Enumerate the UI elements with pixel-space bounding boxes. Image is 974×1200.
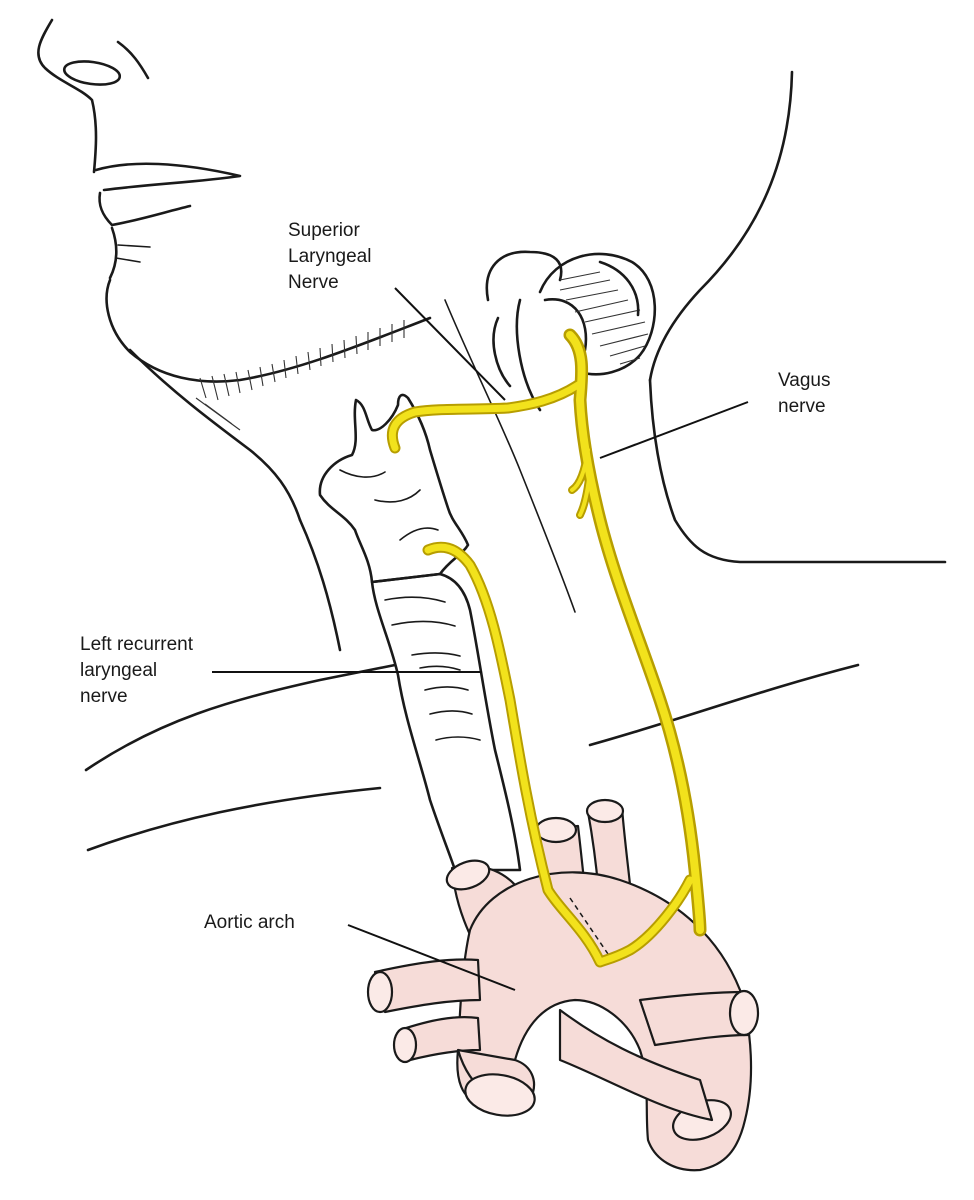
face-profile xyxy=(37,18,432,522)
pulmonary-artery-end xyxy=(728,989,760,1037)
subclavian-opening xyxy=(585,798,625,824)
vagus-line-2: nerve xyxy=(778,396,826,417)
superior-laryngeal-leader xyxy=(394,287,506,401)
superior-laryngeal-line-3: Nerve xyxy=(288,272,339,293)
superior-laryngeal-nerve-label: Superior Laryngeal Nerve xyxy=(288,218,371,296)
jaw-shading xyxy=(195,320,405,431)
superior-laryngeal-line-2: Laryngeal xyxy=(288,246,372,267)
superior-laryngeal-line-1: Superior xyxy=(288,220,360,241)
vagus-line-1: Vagus xyxy=(778,370,831,391)
aortic-arch-vessels xyxy=(366,798,760,1172)
left-recurrent-line-1: Left recurrent xyxy=(80,634,193,655)
aortic-arch-leader xyxy=(347,924,516,991)
left-recurrent-line-3: nerve xyxy=(80,686,128,707)
trachea xyxy=(370,572,522,872)
aortic-arch-label: Aortic arch xyxy=(204,910,295,936)
right-subclavian-end xyxy=(366,970,394,1014)
nerves xyxy=(386,328,707,968)
brachiocephalic-opening xyxy=(445,859,491,891)
left-recurrent-laryngeal-nerve-label: Left recurrent laryngeal nerve xyxy=(80,632,193,710)
leader-lines xyxy=(212,287,749,991)
aortic-arch-line-1: Aortic arch xyxy=(204,912,295,933)
neck-outlines xyxy=(84,70,947,852)
vagus-leader xyxy=(599,401,749,459)
right-carotid-end xyxy=(392,1026,418,1064)
larynx xyxy=(318,393,470,584)
nostril xyxy=(62,60,122,86)
carotid-opening xyxy=(534,816,578,844)
left-recurrent-line-2: laryngeal xyxy=(80,660,158,681)
ascending-aorta-end xyxy=(464,1073,536,1117)
vagus-nerve-label: Vagus nerve xyxy=(778,368,830,420)
